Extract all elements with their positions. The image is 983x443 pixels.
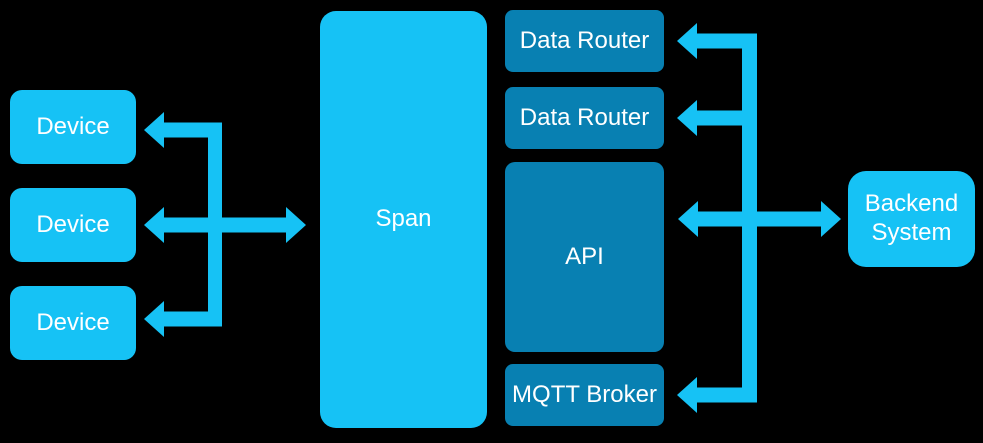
api-label: API	[565, 242, 604, 270]
arrow-shaft-to-device-3	[163, 311, 222, 327]
backend-system-label-line2: System	[871, 219, 952, 246]
node-mqtt-broker: MQTT Broker	[505, 364, 664, 426]
node-device-2: Device	[10, 188, 136, 262]
arrow-shaft-to-mqtt-broker	[697, 387, 757, 403]
device-3-label: Device	[36, 308, 110, 336]
arrow-shaft-to-device-1	[163, 122, 222, 138]
backend-system-label-line1: Backend	[864, 190, 959, 218]
node-device-1: Device	[10, 90, 136, 164]
data-router-2-label: Data Router	[519, 103, 650, 131]
arrow-shaft-api-backend	[698, 211, 821, 227]
data-router-1-label: Data Router	[519, 26, 650, 54]
arrowhead-to-data-router-2	[677, 100, 697, 136]
arrowhead-to-backend-system	[821, 201, 841, 237]
arrowhead-to-device-2	[144, 207, 164, 243]
arrow-shaft-to-data-router-1	[697, 33, 757, 49]
node-device-3: Device	[10, 286, 136, 360]
node-data-router-1: Data Router	[505, 10, 664, 72]
arrowhead-to-device-1	[144, 112, 164, 148]
mqtt-broker-label: MQTT Broker	[512, 380, 657, 408]
node-api: API	[505, 162, 664, 352]
node-span: Span	[320, 11, 487, 428]
arrowhead-to-span	[286, 207, 306, 243]
node-backend-system: Backend System	[848, 171, 975, 267]
arrowhead-to-data-router-1	[677, 23, 697, 59]
arrow-shaft-to-data-router-2	[697, 110, 757, 126]
arrowhead-to-device-3	[144, 301, 164, 337]
span-label: Span	[375, 205, 432, 233]
left-connector-group	[144, 112, 306, 337]
arrow-shaft-span-device-2	[163, 217, 287, 233]
arrowhead-to-mqtt-broker	[677, 377, 697, 413]
arrowhead-to-api	[678, 201, 698, 237]
device-1-label: Device	[36, 112, 110, 140]
node-data-router-2: Data Router	[505, 87, 664, 149]
right-connector-group	[677, 23, 841, 413]
device-2-label: Device	[36, 210, 110, 238]
